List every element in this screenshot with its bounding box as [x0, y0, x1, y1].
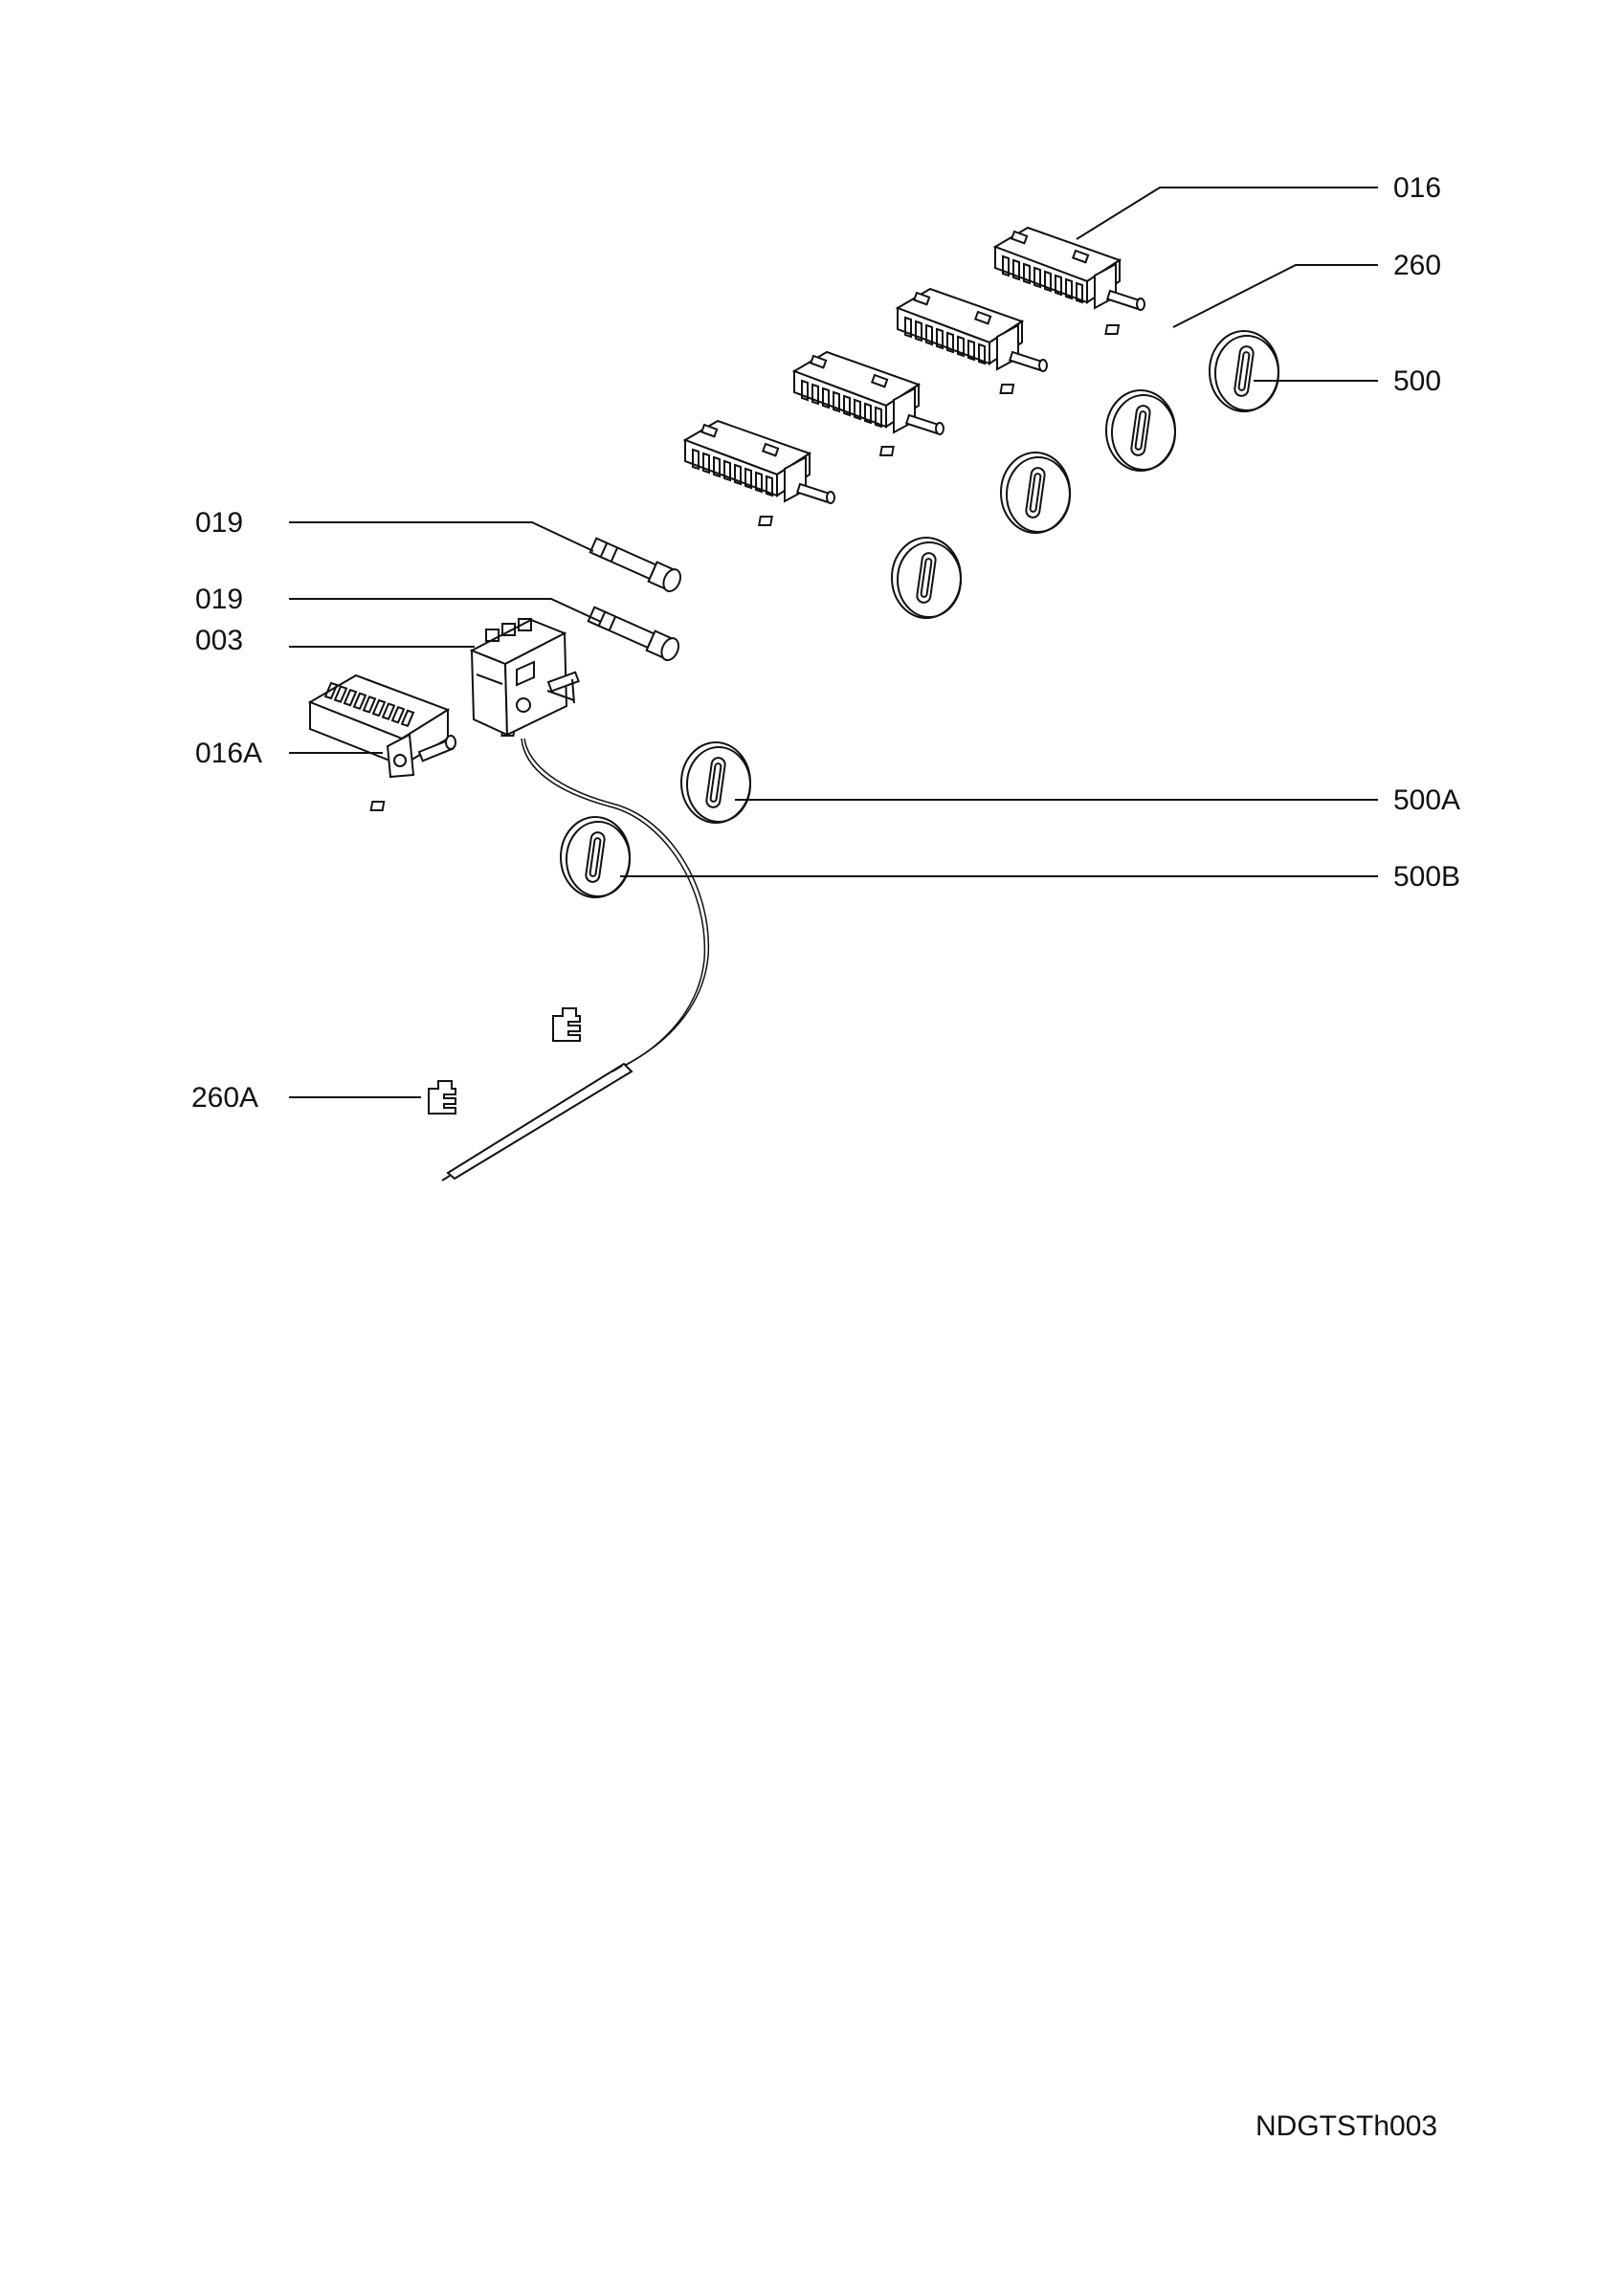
label-016A: 016A [195, 738, 263, 769]
label-019-upper: 019 [195, 507, 244, 539]
label-019-lower: 019 [195, 584, 244, 615]
label-003: 003 [195, 625, 244, 656]
comb-clip-260A-upper [552, 1007, 581, 1042]
label-016: 016 [1393, 172, 1442, 204]
clip-260 [369, 324, 1121, 811]
comb-clip-260A-lower [428, 1080, 456, 1115]
thermostat-003 [469, 618, 580, 737]
knob-500A [680, 741, 751, 824]
selector-switch-016-4 [682, 419, 835, 504]
knob-500-1 [1209, 330, 1279, 412]
knob-500-2 [1105, 389, 1176, 472]
thermostat-probe [441, 1062, 633, 1181]
label-500A: 500A [1393, 784, 1461, 816]
indicator-lamp-019-lower [587, 606, 680, 662]
drawing-code: NDGTSTh003 [1255, 2110, 1438, 2142]
label-500B: 500B [1393, 861, 1461, 893]
selector-switch-016-3 [791, 350, 944, 435]
thermostat-capillary [523, 738, 710, 1068]
label-500: 500 [1393, 365, 1442, 397]
selector-switch-016-1 [992, 226, 1145, 311]
selector-switch-016-2 [895, 287, 1048, 372]
label-260A: 260A [191, 1082, 259, 1114]
knob-500B [560, 816, 631, 898]
indicator-lamp-019-upper [589, 537, 682, 593]
label-260: 260 [1393, 250, 1442, 281]
selector-switch-016A [307, 673, 456, 779]
knob-500-4 [891, 537, 962, 619]
knob-500-3 [1000, 452, 1071, 534]
leader-lines [289, 187, 1378, 1098]
